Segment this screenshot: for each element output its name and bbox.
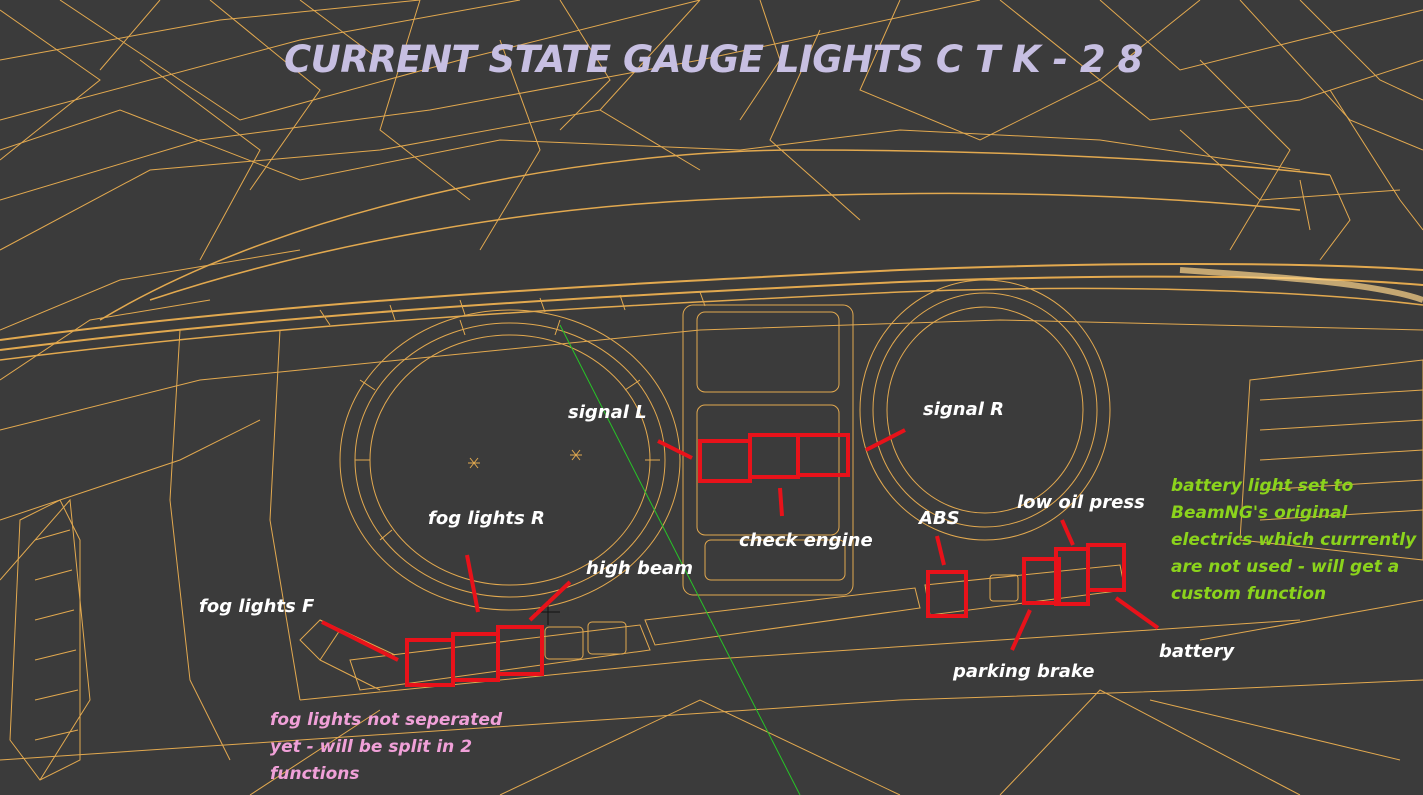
fog-lights-r-box (451, 632, 500, 682)
page-title: CURRENT STATE GAUGE LIGHTS C T K - 2 8 (284, 38, 1143, 81)
signal-r-box (796, 433, 850, 477)
label-abs: ABS (919, 508, 960, 529)
battery-note: battery light set to BeamNG's original e… (1171, 476, 1417, 604)
pointer-lines (321, 428, 1160, 662)
abs-box (926, 570, 968, 618)
label-check-engine: check engine (739, 530, 873, 551)
label-low-oil-press: low oil press (1017, 492, 1145, 513)
label-battery: battery (1159, 641, 1235, 662)
label-fog-lights-r: fog lights R (428, 508, 545, 529)
high-beam-box (496, 625, 544, 676)
signal-l-box (698, 439, 752, 483)
highlight-boxes (405, 433, 1126, 687)
label-parking-brake: parking brake (953, 661, 1095, 682)
check-engine-box (748, 433, 800, 479)
label-signal-l: signal L (568, 402, 647, 423)
battery-box (1086, 543, 1126, 592)
label-signal-r: signal R (923, 399, 1005, 420)
label-fog-lights-f: fog lights F (199, 596, 315, 617)
label-high-beam: high beam (586, 558, 693, 579)
fog-lights-note: fog lights not seperated yet - will be s… (270, 710, 503, 784)
parking-brake-box (1022, 557, 1061, 605)
